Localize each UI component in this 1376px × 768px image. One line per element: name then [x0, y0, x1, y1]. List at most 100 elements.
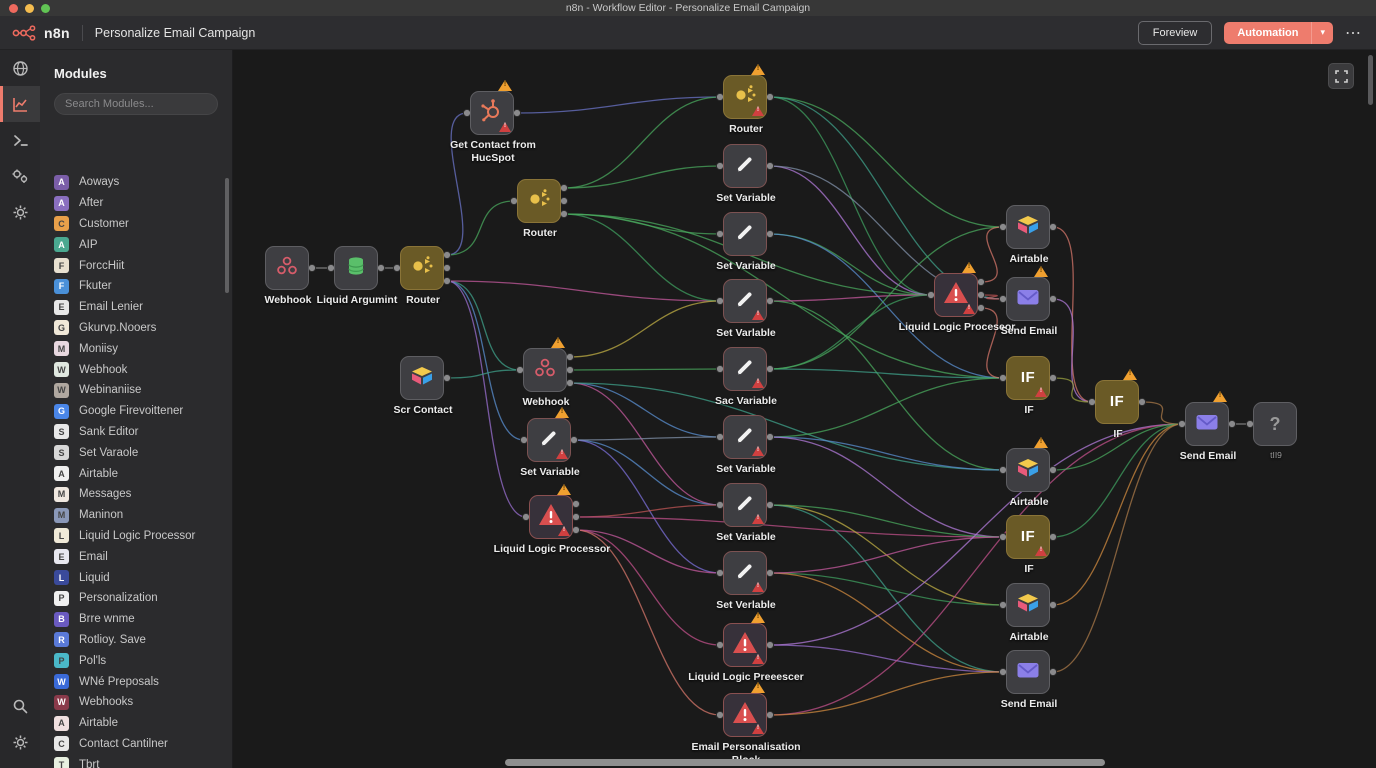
workflow-node-airtable2[interactable]: Airtable: [1006, 437, 1050, 508]
workflow-node-llp3[interactable]: Liquid Logic Proceseor: [899, 262, 1015, 333]
node-port[interactable]: [565, 352, 575, 362]
node-port[interactable]: [976, 290, 986, 300]
modules-scrollbar-thumb[interactable]: [225, 178, 229, 293]
node-port[interactable]: [442, 276, 452, 286]
node-port[interactable]: [1048, 294, 1058, 304]
n8n-logo[interactable]: n8n: [12, 25, 70, 41]
node-port[interactable]: [569, 435, 579, 445]
node-port[interactable]: [765, 710, 775, 720]
rail-item-globe[interactable]: [0, 50, 40, 86]
preview-button[interactable]: Foreview: [1137, 20, 1213, 45]
node-port[interactable]: [1048, 667, 1058, 677]
node-port[interactable]: [512, 108, 522, 118]
workflow-node-airtable1[interactable]: Airtable: [1006, 205, 1050, 265]
node-port[interactable]: [559, 196, 569, 206]
rail-item-preferences[interactable]: [0, 724, 40, 760]
workflow-node-semail2[interactable]: Send Email: [1001, 650, 1057, 710]
node-port[interactable]: [765, 92, 775, 102]
canvas-horizontal-scrollbar-thumb[interactable]: [505, 759, 1105, 766]
node-port[interactable]: [1048, 532, 1058, 542]
node-port[interactable]: [1048, 373, 1058, 383]
node-port[interactable]: [559, 209, 569, 219]
node-port[interactable]: [559, 183, 569, 193]
node-port[interactable]: [1137, 397, 1147, 407]
node-port[interactable]: [376, 263, 386, 273]
rail-item-services[interactable]: [0, 158, 40, 194]
node-port[interactable]: [565, 378, 575, 388]
rail-item-workflows[interactable]: [0, 86, 40, 122]
workflow-node-sv3[interactable]: Set Varlable: [716, 279, 776, 339]
chevron-down-icon[interactable]: ▾: [1311, 21, 1333, 44]
workflow-node-router1[interactable]: Router: [400, 246, 444, 306]
rail-item-terminal[interactable]: [0, 122, 40, 158]
workflow-node-unknown[interactable]: ?tII9: [1253, 402, 1297, 460]
node-port[interactable]: [571, 512, 581, 522]
workflow-node-router2[interactable]: Router: [517, 179, 561, 239]
workflow-node-semail1[interactable]: Send Email: [1001, 266, 1057, 337]
workflow-node-semail3[interactable]: Send Email: [1180, 391, 1236, 462]
node-port[interactable]: [565, 365, 575, 375]
workflow-node-sv2[interactable]: Set Variable: [716, 212, 776, 272]
workflow-node-llp2[interactable]: Liquid Logic Preeescer: [688, 612, 804, 683]
workflow-node-hubspot[interactable]: Get Contact from HucSpot: [450, 80, 536, 164]
node-port[interactable]: [442, 263, 452, 273]
search-modules-input[interactable]: [54, 93, 218, 115]
rail-item-settings[interactable]: [0, 194, 40, 230]
workflow-node-router3[interactable]: Router: [723, 64, 767, 135]
node-port[interactable]: [976, 303, 986, 313]
rail-item-search[interactable]: [0, 688, 40, 724]
node-port[interactable]: [1227, 419, 1237, 429]
node-port[interactable]: [307, 263, 317, 273]
node-port[interactable]: [1048, 465, 1058, 475]
automation-button[interactable]: Automation ▾: [1224, 21, 1333, 44]
node-port[interactable]: [442, 250, 452, 260]
node-port[interactable]: [571, 499, 581, 509]
node-port[interactable]: [765, 364, 775, 374]
minimize-window-button[interactable]: [25, 3, 34, 13]
more-menu-button[interactable]: ⋯: [1345, 24, 1362, 42]
workflow-node-airtable3[interactable]: Airtable: [1006, 583, 1050, 643]
canvas-vertical-scrollbar-thumb[interactable]: [1368, 55, 1373, 105]
node-port[interactable]: [442, 373, 452, 383]
close-window-button[interactable]: [9, 3, 18, 13]
zoom-window-button[interactable]: [41, 3, 50, 13]
workflow-node-sv7[interactable]: Set Verlable: [716, 551, 776, 611]
workflow-node-setvara[interactable]: Set Variable: [520, 407, 580, 478]
node-port[interactable]: [765, 229, 775, 239]
node-port[interactable]: [765, 161, 775, 171]
workflow-node-llp1[interactable]: Liquid Logic Processor: [494, 484, 610, 555]
workflow-node-sv1[interactable]: Set Variable: [716, 144, 776, 204]
node-port[interactable]: [976, 277, 986, 287]
node-port[interactable]: [571, 525, 581, 535]
node-port[interactable]: [1048, 222, 1058, 232]
workflow-node-epb[interactable]: Email Personalisation Block: [691, 682, 801, 766]
